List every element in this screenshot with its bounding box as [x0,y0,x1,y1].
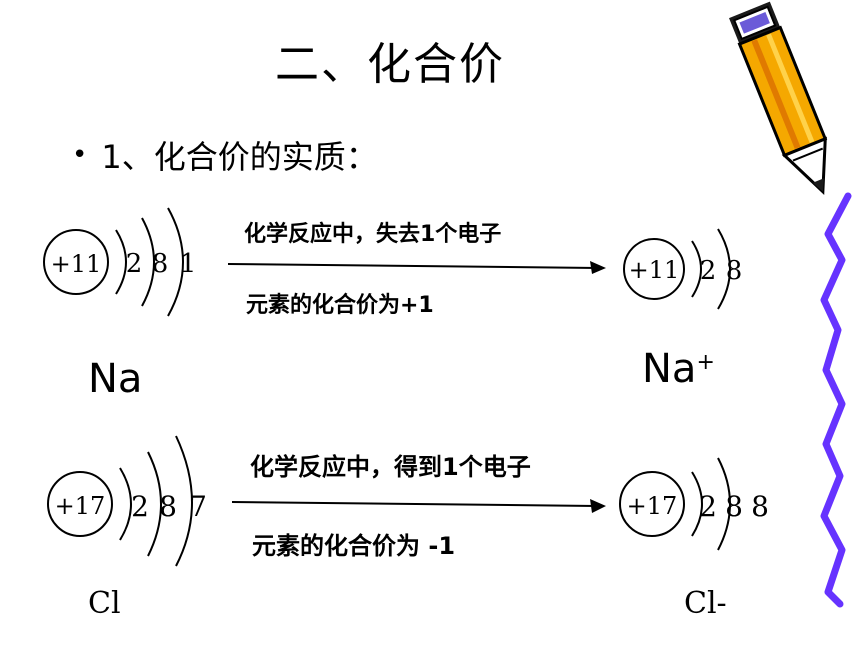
bullet-item: • 1、化合价的实质： [72,132,378,178]
pencil-icon [729,1,828,195]
reaction-arrow [227,261,606,274]
shell-count: 8 [751,490,769,523]
element-label-na: Na [88,356,143,402]
shell-count: 2 [131,490,149,523]
ion-charge: + [696,350,715,375]
element-label-na-ion: Na+ [642,346,715,392]
shell-count: 8 [152,249,169,279]
shell-count: 2 [700,256,717,286]
nucleus-label: +17 [55,492,106,520]
page-title: 二、化合价 [275,39,505,90]
shell-count: 8 [725,490,743,523]
shell-count: 2 [699,490,717,523]
element-label-cl-ion: Cl- [684,586,727,621]
shell-count: 7 [189,490,207,523]
wavy-decor-line [820,192,852,608]
shell-count: 1 [180,249,197,279]
bullet-dot: • [72,140,88,170]
atom-diagram-na-ion: +11 2 8 [623,228,743,310]
nucleus-label: +11 [51,250,102,278]
reaction-caption-top: 化学反应中，得到1个电子 [250,453,531,481]
shell-count: 8 [726,256,743,286]
reaction-arrow [231,499,606,513]
shell-count: 8 [159,490,177,523]
reaction-caption-bottom: 元素的化合价为+1 [246,293,434,318]
reaction-caption-top: 化学反应中，失去1个电子 [244,222,502,247]
bullet-text: 1、化合价的实质： [101,138,378,176]
atom-diagram-cl-ion: +17 2 8 8 [619,457,769,551]
nucleus-label: +17 [627,492,678,520]
atom-diagram-cl: +17 2 8 7 [47,435,207,567]
atom-diagram-na: +11 2 8 1 [43,207,197,317]
shell-count: 2 [126,249,143,279]
element-label-cl: Cl [88,586,121,621]
reaction-caption-bottom: 元素的化合价为 -1 [252,532,456,560]
element-symbol: Na [642,346,697,392]
nucleus-label: +11 [629,256,680,284]
